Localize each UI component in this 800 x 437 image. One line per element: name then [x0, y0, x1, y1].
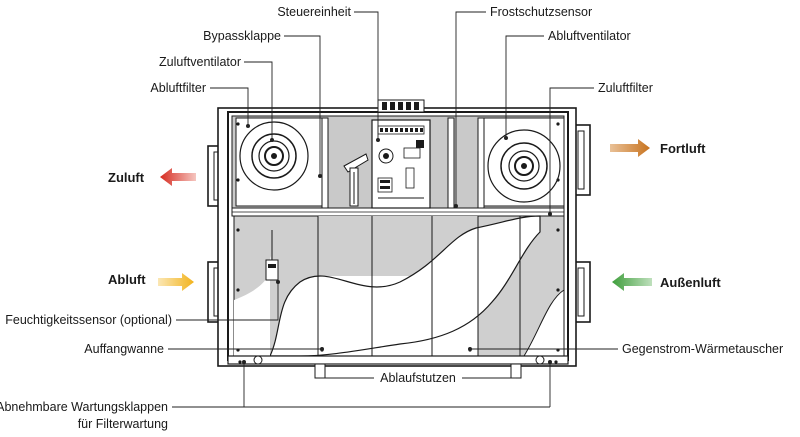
airflow-fortluft: Fortluft — [610, 139, 706, 157]
drain-stub-right — [510, 363, 522, 379]
leader-lines — [168, 11, 618, 408]
airflow-aussenluft: Außenluft — [612, 273, 721, 291]
humidity-sensor — [265, 259, 279, 281]
airflow-zuluft-label: Zuluft — [108, 170, 145, 185]
zuluftventilator — [239, 121, 309, 191]
control-board — [371, 119, 431, 209]
label-frostschutzsensor: Frostschutzsensor — [490, 5, 592, 19]
arrow-left-icon — [612, 273, 652, 291]
airflow-abluft-label: Abluft — [108, 272, 146, 287]
airflow-fortluft-label: Fortluft — [660, 141, 706, 156]
label-bypassklappe: Bypassklappe — [203, 29, 281, 43]
bypass-flap — [343, 153, 369, 207]
drain-stub-left — [314, 363, 326, 379]
component-labels: Steuereinheit Frostschutzsensor Bypasskl… — [0, 5, 783, 431]
airflow-aussenluft-label: Außenluft — [660, 275, 721, 290]
label-zuluftventilator: Zuluftventilator — [159, 55, 241, 69]
label-steuereinheit: Steuereinheit — [277, 5, 351, 19]
label-zuluftfilter: Zuluftfilter — [598, 81, 653, 95]
label-abluftventilator: Abluftventilator — [548, 29, 631, 43]
label-wartungsklappen-2: für Filterwartung — [78, 417, 168, 431]
arrow-right-icon — [610, 139, 650, 157]
arrow-left-icon — [160, 168, 196, 186]
heat-exchanger — [233, 215, 565, 357]
label-feuchtigkeitssensor: Feuchtigkeitssensor (optional) — [5, 313, 172, 327]
label-auffangwanne: Auffangwanne — [84, 342, 164, 356]
label-gegenstrom: Gegenstrom-Wärmetauscher — [622, 342, 783, 356]
arrow-right-icon — [158, 273, 194, 291]
airflow-abluft: Abluft — [108, 272, 194, 291]
airflow-zuluft: Zuluft — [108, 168, 196, 186]
label-wartungsklappen-1: Abnehmbare Wartungsklappen — [0, 400, 168, 414]
label-ablaufstutzen: Ablaufstutzen — [380, 371, 456, 385]
abluftventilator — [487, 129, 561, 203]
label-abluftfilter: Abluftfilter — [150, 81, 206, 95]
unit-housing — [207, 99, 591, 379]
